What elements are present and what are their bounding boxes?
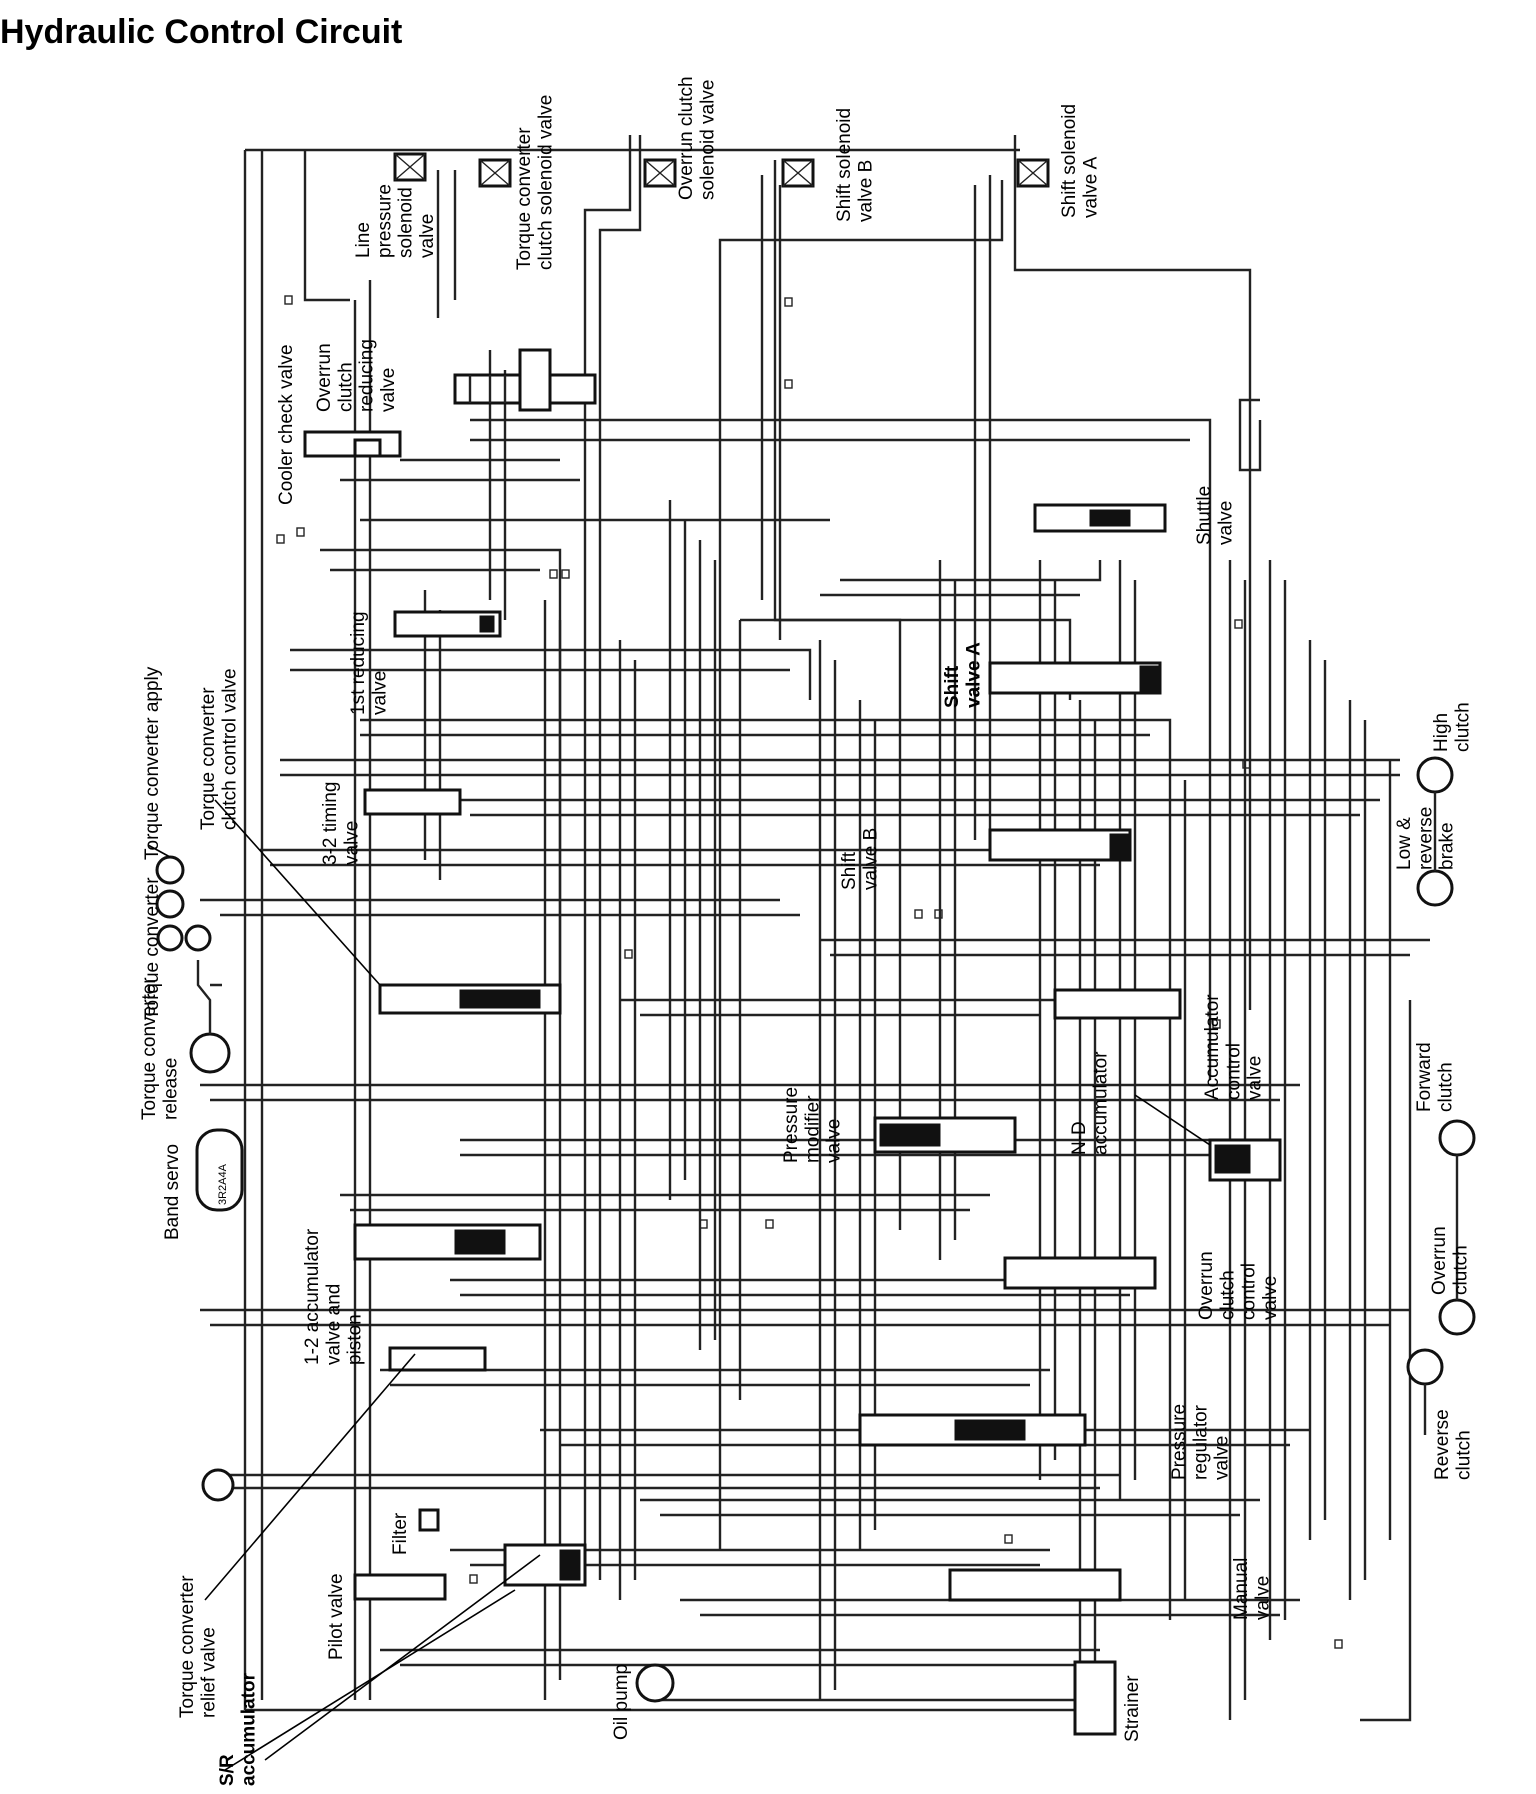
label-pilot-valve: Pilot valve — [326, 1573, 347, 1660]
overrun-clutch-symbol — [1438, 1298, 1476, 1336]
timing-32-valve-body — [363, 788, 462, 816]
label-overrun-clutch-solenoid: Overrun clutchsolenoid valve — [676, 76, 718, 200]
label-strainer: Strainer — [1122, 1675, 1143, 1742]
line-markers — [276, 295, 1343, 1649]
label-torque-converter: Torque converter — [142, 877, 163, 1020]
label-tc-release: Torque converterrelease — [139, 977, 181, 1120]
label-band-servo: Band servo — [162, 1144, 183, 1240]
label-low-reverse-brake: Low &reversebrake — [1394, 807, 1458, 870]
label-accumulator-12: 1-2 accumulatorvalve andpiston — [302, 1228, 366, 1365]
reverse-clutch-symbol — [1406, 1348, 1444, 1386]
tc-circle-3 — [156, 924, 184, 952]
label-overrun-clutch-reducing: Overrunclutchreducingvalve — [314, 339, 399, 412]
accumulator-12-body — [353, 1223, 542, 1261]
high-clutch-symbol — [1416, 756, 1454, 794]
label-servo-ports: 3R2A4A — [217, 1163, 229, 1205]
tc-apply-circle-2 — [155, 889, 185, 919]
low-reverse-brake-symbol — [1416, 869, 1454, 907]
label-shuttle-valve: Shuttlevalve — [1194, 486, 1236, 545]
accumulator-control-valve-body — [1053, 988, 1182, 1020]
labels: Linepressuresolenoidvalve Torque convert… — [139, 76, 1474, 1786]
label-tcc-control-valve: Torque converterclutch control valve — [198, 668, 240, 830]
label-manual-valve: Manualvalve — [1231, 1558, 1273, 1620]
label-timing-32: 3-2 timingvalve — [320, 782, 362, 865]
label-forward-clutch: Forwardclutch — [1414, 1042, 1456, 1112]
label-overrun-clutch: Overrunclutch — [1429, 1226, 1471, 1295]
label-oil-pump: Oil pump — [611, 1664, 632, 1740]
label-pressure-modifier: Pressuremodifiervalve — [781, 1087, 845, 1163]
pilot-valve-body — [353, 1573, 447, 1601]
label-high-clutch: Highclutch — [1431, 702, 1473, 752]
leader-lines — [147, 799, 1211, 1771]
label-shift-solenoid-a: Shift solenoidvalve A — [1059, 104, 1101, 218]
label-accumulator-control: Accumulatorcontrolvalve — [1202, 994, 1266, 1100]
label-line-pressure-solenoid: Linepressuresolenoidvalve — [353, 184, 438, 258]
label-shift-valve-a: Shiftvalve A — [942, 642, 984, 708]
label-sr-accumulator: S/Raccumulator — [217, 1672, 259, 1786]
page-title: Hydraulic Control Circuit — [0, 13, 402, 51]
label-tcc-apply: Torque converter apply — [142, 666, 163, 860]
clutch-circles — [155, 756, 1476, 1703]
label-shift-solenoid-b: Shift solenoidvalve B — [834, 108, 876, 222]
strainer-body — [1073, 1660, 1117, 1736]
tc-relief-valve-body — [388, 1346, 487, 1372]
hydraulic-lines — [200, 135, 1430, 1722]
solenoid-valves — [393, 152, 1050, 188]
tc-release-circle — [189, 1032, 231, 1074]
label-overrun-clutch-control: Overrunclutchcontrolvalve — [1196, 1251, 1281, 1320]
label-tcc-solenoid: Torque converterclutch solenoid valve — [514, 95, 556, 270]
cooler-check-valve-body — [303, 430, 402, 458]
oil-pump-symbol — [635, 1663, 675, 1703]
manual-valve-body — [948, 1568, 1122, 1602]
label-tc-relief: Torque converterrelief valve — [177, 1575, 219, 1718]
tc-relief-circle — [201, 1468, 235, 1502]
label-first-reducing: 1st reducingvalve — [348, 611, 390, 715]
tc-circle-4 — [184, 924, 212, 952]
forward-clutch-symbol — [1438, 1119, 1476, 1157]
shift-valve-a-body — [988, 661, 1162, 695]
label-shift-valve-b: Shiftvalve B — [839, 828, 881, 890]
label-reverse-clutch: Reverseclutch — [1432, 1409, 1474, 1480]
label-filter: Filter — [390, 1512, 411, 1555]
band-servo-body — [195, 1128, 244, 1212]
shift-valve-b-body — [988, 828, 1132, 862]
label-pressure-regulator: Pressureregulatorvalve — [1169, 1404, 1233, 1480]
overrun-clutch-control-valve-body — [1003, 1256, 1157, 1290]
label-cooler-check-valve: Cooler check valve — [276, 344, 297, 505]
spool-valves — [195, 348, 1282, 1736]
filter-body — [418, 1508, 440, 1532]
label-nd-accumulator: N-Daccumulator — [1069, 1051, 1111, 1155]
